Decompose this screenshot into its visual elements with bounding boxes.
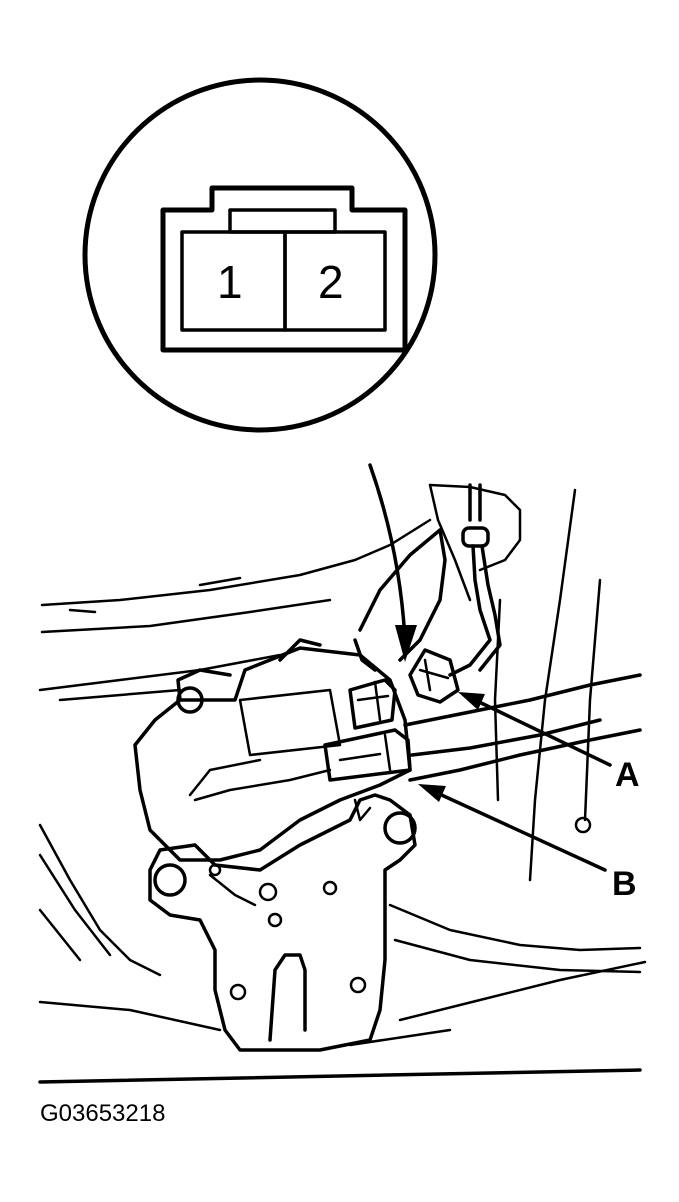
connector-detail-view: 1 2 xyxy=(82,77,438,433)
callout-a: A xyxy=(458,692,640,794)
detail-leader-arrow xyxy=(368,463,417,662)
connector-lock-tab xyxy=(228,208,337,234)
vehicle-body-panels xyxy=(38,483,647,1084)
lid-bracket xyxy=(353,528,447,672)
wiring-harness xyxy=(403,483,642,782)
latch-base-plate xyxy=(148,793,417,1052)
callout-b: B xyxy=(418,784,637,903)
actuator-connector-lower xyxy=(323,728,412,782)
actuator-connector-upper xyxy=(348,678,397,730)
callout-a-label: A xyxy=(615,756,640,794)
connector-housing xyxy=(160,185,408,353)
figure-code: G03653218 xyxy=(40,1100,166,1127)
detail-circle xyxy=(82,77,438,433)
pin-1-label: 1 xyxy=(217,256,243,308)
harness-connector-a xyxy=(408,648,460,704)
pin-2-label: 2 xyxy=(318,256,344,308)
latch-actuator xyxy=(133,638,412,862)
pin-cavity-2 xyxy=(283,230,387,332)
callout-b-label: B xyxy=(612,865,637,903)
